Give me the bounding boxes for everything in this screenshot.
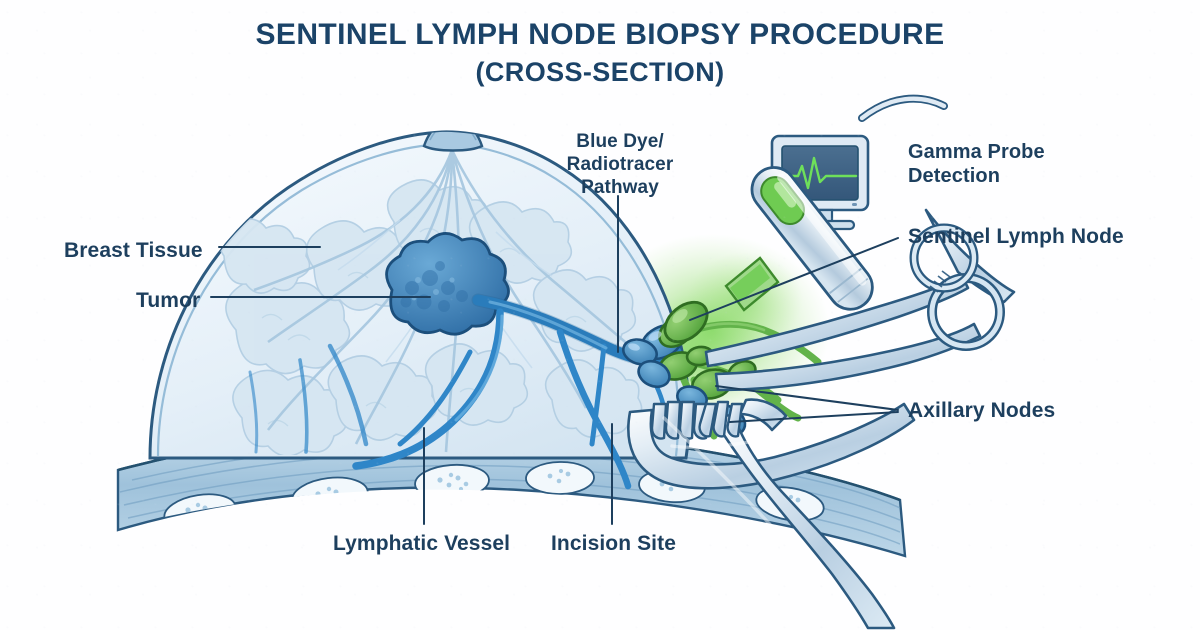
- milk-ducts: [253, 149, 645, 453]
- label-axillary-nodes: Axillary Nodes: [908, 399, 1056, 422]
- sentinel-lymph-node: [663, 300, 709, 344]
- page-subtitle: (CROSS-SECTION): [475, 57, 725, 87]
- gamma-probe: [724, 166, 874, 312]
- retractor-lower: [698, 398, 896, 630]
- nipple: [422, 131, 484, 152]
- label-sentinel-lymph-node: Sentinel Lymph Node: [908, 225, 1124, 248]
- label-lymphatic-vessel: Lymphatic Vessel: [333, 532, 511, 555]
- label-gamma-probe: Gamma Probe Detection: [908, 141, 1045, 188]
- gamma-probe-cable: [858, 94, 948, 122]
- forceps-ratchet: [929, 270, 951, 293]
- label-incision-site: Incision Site: [551, 532, 676, 555]
- surgical-forceps: [704, 208, 1016, 392]
- page-title: SENTINEL LYMPH NODE BIOPSY PROCEDURE: [255, 18, 945, 51]
- label-breast-tissue: Breast Tissue: [64, 239, 203, 262]
- label-dye-pathway: Blue Dye/ Radiotracer Pathway: [566, 131, 674, 199]
- label-tumor: Tumor: [136, 289, 201, 312]
- breast-cross-section: [148, 130, 691, 460]
- tumor-mass: [385, 232, 510, 336]
- leader-lines: [210, 195, 899, 525]
